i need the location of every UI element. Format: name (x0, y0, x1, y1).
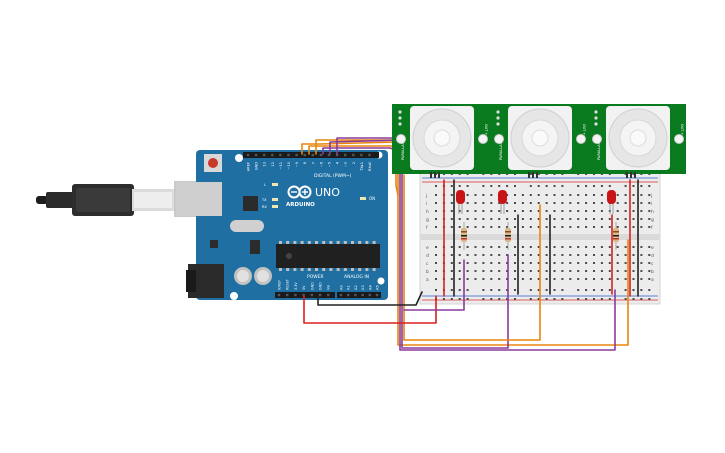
breadboard-row-label: e (651, 246, 654, 251)
resistor-3[interactable] (613, 222, 619, 250)
power-pin-label: 5V (302, 285, 306, 290)
breadboard-row-label: j (425, 193, 427, 199)
pir-sensor[interactable]: PARALLAX OUT + - (588, 104, 686, 178)
digital-pin-label: ~5 (328, 162, 332, 167)
breadboard-row-label: f (651, 225, 653, 231)
breadboard-row-label: i (651, 201, 652, 207)
breadboard-row-label: b (426, 269, 429, 275)
pir-sensor[interactable]: PARALLAX OUT + - (392, 104, 490, 178)
breadboard-row-label: f (426, 225, 428, 231)
rx-led-label: RX (262, 205, 267, 209)
power-pin-label: GND (310, 282, 314, 290)
breadboard-row-label: a (426, 278, 429, 283)
digital-pin-label: GND (255, 162, 259, 170)
wire-purple-3 (336, 137, 403, 155)
digital-pin-label: 2 (352, 162, 356, 164)
power-pin-label: Vin (327, 285, 331, 290)
analog-pin-label: A2 (354, 285, 358, 290)
digital-pin-label: ~11 (279, 162, 283, 170)
breadboard-row-label: i (426, 201, 427, 207)
pir-pins-label: OUT + - (484, 124, 488, 138)
breadboard-row-label: g (651, 218, 654, 223)
digital-pin-label: 7 (311, 162, 315, 164)
reset-button[interactable] (208, 158, 218, 168)
breadboard-row-label: c (651, 262, 654, 267)
wire-orange-down (397, 169, 629, 346)
analog-pin-label: A1 (347, 285, 351, 290)
led-3[interactable] (607, 190, 616, 214)
power-header[interactable] (275, 292, 335, 298)
pir-pins-label: OUT + - (582, 124, 586, 138)
atmega-chip (276, 244, 380, 268)
wires (301, 137, 639, 351)
analog-pin-label: A0 (340, 285, 344, 290)
wire-purple-down-2 (399, 169, 616, 351)
wire-orange-down-2 (403, 174, 541, 341)
analog-header[interactable] (337, 292, 381, 298)
breadboard-row-label: d (651, 253, 654, 259)
power-pin-label: GND (319, 282, 323, 290)
digital-pin-label: RX◂0 (368, 161, 372, 171)
pir-brand-label: PARALLAX (597, 141, 601, 160)
power-pin-label: IOREF (278, 280, 282, 290)
led-1[interactable] (456, 190, 465, 214)
arduino-logo-icon (287, 185, 312, 199)
breadboard-row-label: j (650, 193, 652, 199)
led-2[interactable] (498, 190, 507, 214)
wire-orange-1 (301, 141, 397, 155)
arduino-uno-board[interactable]: L TX RX ON ARDUINO UNO DIGITAL (PWM~) PO… (176, 150, 388, 300)
brand-text: ARDUINO (286, 202, 315, 208)
breadboard-row-label: g (426, 218, 429, 223)
breadboard-row-label: a (651, 278, 654, 283)
l-led-label: L (264, 183, 266, 187)
power-label: POWER (307, 274, 324, 280)
digital-pin-label: AREF (247, 162, 251, 171)
tx-led-label: TX (261, 198, 267, 202)
digital-pin-label: ~9 (295, 161, 299, 167)
digital-header-label: DIGITAL (PWM~) (314, 173, 352, 179)
wire-purple-down-1 (401, 169, 509, 349)
digital-pin-label: 4 (336, 161, 340, 164)
breadboard-row-label: e (426, 246, 429, 251)
on-led-label: ON (369, 196, 375, 201)
digital-pin-label: 8 (303, 161, 307, 164)
wire-orange-2 (308, 145, 397, 155)
breadboard-row-label: c (426, 262, 429, 267)
breadboard-row-label: h (651, 209, 654, 215)
analog-pin-label: A4 (368, 285, 372, 290)
digital-pin-label: 12 (271, 162, 275, 167)
pir-brand-label: PARALLAX (499, 141, 503, 160)
pir-pins-label: OUT + - (680, 124, 684, 138)
digital-pin-label: ~10 (287, 161, 291, 169)
resistor-2[interactable] (505, 222, 511, 250)
power-pin-label: 3.3V (294, 282, 298, 290)
wire-black-gnd (317, 291, 423, 306)
digital-pin-label: ~3 (344, 162, 348, 167)
digital-pin-label: 13 (263, 162, 267, 167)
digital-pin-label: ~6 (319, 161, 323, 167)
analog-label: ANALOG IN (344, 274, 369, 280)
resistor-1[interactable] (461, 222, 467, 250)
wire-purple-led (403, 259, 465, 311)
breadboard-row-label: b (651, 269, 654, 275)
digital-header[interactable] (243, 152, 379, 158)
digital-pin-label: TX▸1 (360, 162, 364, 172)
model-text: UNO (315, 186, 340, 199)
breadboard-row-label: d (426, 253, 429, 259)
pir-sensor[interactable]: PARALLAX OUT + - (490, 104, 588, 178)
analog-pin-label: A3 (361, 285, 365, 290)
analog-pin-label: A5 (376, 285, 380, 290)
pir-brand-label: PARALLAX (401, 141, 405, 160)
power-pin-label: RESET (286, 278, 290, 290)
breadboard-row-label: h (426, 209, 429, 215)
wire-purple-2 (329, 139, 401, 155)
